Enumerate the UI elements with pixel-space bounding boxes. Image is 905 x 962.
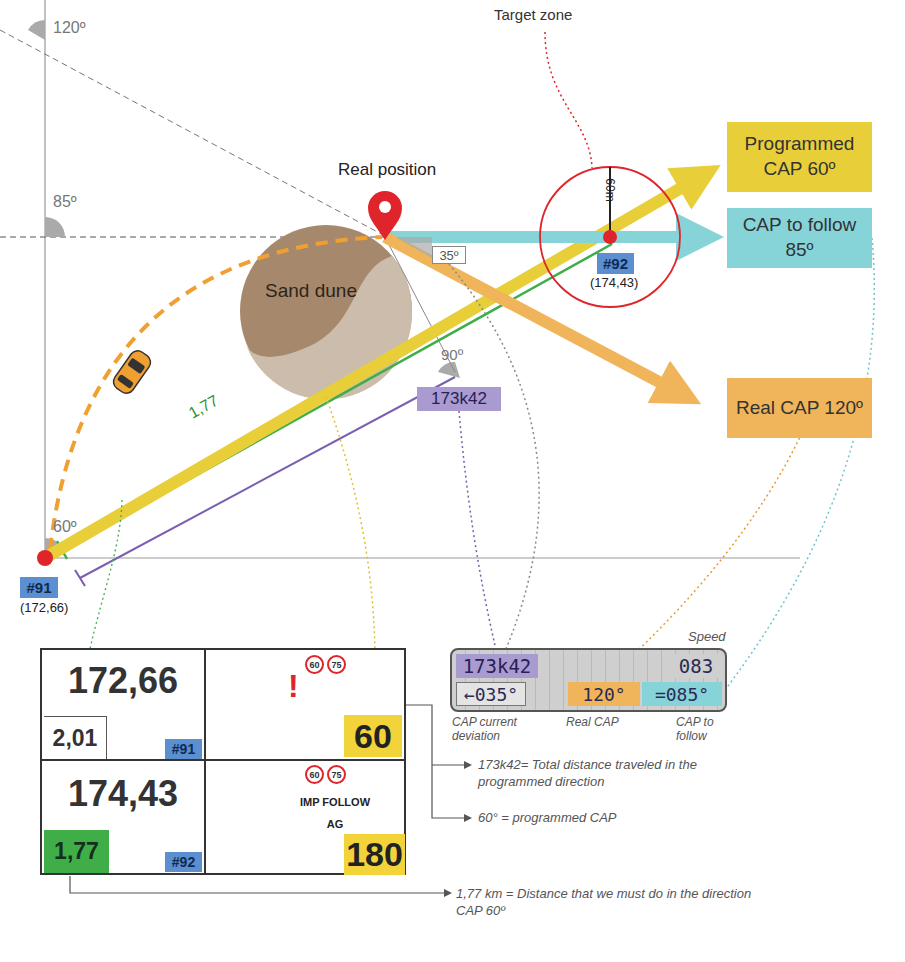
- cap-to-follow-arrow: [385, 231, 700, 243]
- roadbook-cell: 174,43 1,77 #92: [40, 759, 206, 875]
- waypoint-91: [37, 550, 53, 566]
- waypoint-tag: #92: [165, 852, 202, 872]
- node-text: #92: [172, 854, 195, 870]
- distance-tag: 173k42: [417, 387, 501, 411]
- waypoint-tag: #91: [20, 577, 58, 598]
- angle-label: 60º: [53, 518, 77, 536]
- angle-label: 90º: [441, 346, 463, 363]
- node-text: Programmed CAP 60º: [735, 132, 864, 181]
- angle-label: 85º: [53, 193, 77, 211]
- coordinate-label: (174,43): [590, 275, 638, 290]
- roadbook-cell: IMP FOLLOW AG 60 75 180: [204, 759, 406, 875]
- node-text: 173k42: [431, 389, 487, 409]
- coordinate-label: (172,66): [20, 600, 68, 615]
- title-label: Target zone: [494, 6, 572, 23]
- angle-label: 120º: [53, 19, 86, 37]
- display-field: 173k42: [456, 654, 538, 678]
- node-text: 2,01: [53, 725, 98, 752]
- speed-sign: 60: [305, 655, 324, 674]
- node-text: !: [288, 668, 299, 705]
- sand-dune: [240, 225, 412, 400]
- speed-sign: 75: [327, 765, 346, 784]
- node-text: 60: [309, 660, 319, 670]
- speed-sign: 75: [327, 655, 346, 674]
- field-caption: CAP current deviation: [452, 715, 530, 744]
- green-distance: [57, 244, 612, 559]
- angle-wedge: [395, 237, 432, 258]
- partial-distance-box: 2,01: [44, 716, 107, 759]
- node-text: 1,77: [54, 838, 99, 865]
- node-text: 60: [354, 717, 392, 756]
- real-position-pin: [368, 191, 402, 240]
- node-text: 60: [309, 770, 319, 780]
- leader-connector: [722, 238, 874, 694]
- cap-value: 180: [344, 834, 405, 875]
- node-text: =085°: [655, 684, 709, 705]
- car: [110, 348, 153, 397]
- node-text: #92: [603, 255, 628, 272]
- real-cap-arrow: [385, 237, 680, 393]
- node-text: Speed: [688, 629, 726, 644]
- node-text: 174,43: [42, 773, 204, 815]
- node-text: 173k42: [463, 655, 532, 677]
- node-text: 180: [346, 835, 403, 874]
- roadbook-cell: ! 60 75 60: [204, 648, 406, 761]
- partial-distance-box: 1,77: [44, 830, 109, 873]
- cap-box: Real CAP 120º: [727, 378, 872, 438]
- display-field: 083: [674, 654, 718, 678]
- node-text: 75: [331, 660, 341, 670]
- distance-label: 1,77: [184, 391, 223, 424]
- explanation-note: 173k42= Total distance traveled in the p…: [478, 757, 748, 791]
- node-text: #91: [172, 741, 195, 757]
- axes: [0, 0, 800, 560]
- display-field: =085°: [642, 682, 722, 706]
- leader-connector: [604, 438, 800, 682]
- radius-label: 60m: [603, 178, 617, 201]
- node-text: 120°: [582, 684, 625, 705]
- node-text: 172,66: [42, 660, 204, 702]
- node-text: 35º: [439, 248, 458, 263]
- speed-sign: 60: [305, 765, 324, 784]
- cap-value: 60: [344, 715, 402, 757]
- waypoint-tag: #91: [165, 739, 202, 759]
- display-field: 120°: [568, 682, 640, 706]
- node-text: CAP to follow 85º: [735, 213, 864, 262]
- explanation-note: 60° = programmed CAP: [478, 810, 617, 825]
- roadbook-cell: 172,66 2,01 #91: [40, 648, 206, 761]
- node-text: IMP FOLLOW AG: [294, 791, 376, 835]
- field-caption: CAP to follow: [676, 715, 728, 744]
- display-field: ←035°: [456, 682, 526, 706]
- leader-connector: [449, 264, 539, 682]
- field-caption: Real CAP: [566, 715, 619, 729]
- programmed-cap-arrow: [45, 177, 700, 558]
- cap-box: Programmed CAP 60º: [727, 122, 872, 192]
- explanation-note: 1,77 km = Distance that we must do in th…: [456, 886, 756, 920]
- leader-connector: [459, 411, 497, 654]
- node-text: 083: [679, 655, 713, 677]
- purple-distance: [75, 377, 455, 586]
- node-text: #91: [26, 579, 51, 596]
- node-text: Real CAP 120º: [736, 396, 863, 421]
- node-text: 75: [331, 770, 341, 780]
- trip-display: Speed173k42083←035°120°=085°: [450, 648, 727, 712]
- angle-box: 35º: [432, 246, 466, 264]
- sand-dune-circle: Sand dune: [240, 225, 412, 397]
- waypoint-tag: #92: [597, 253, 634, 274]
- node-text: ←035°: [464, 684, 518, 705]
- position-label: Real position: [338, 160, 436, 180]
- target-zone: [540, 32, 680, 307]
- node-text: Sand dune: [265, 279, 357, 304]
- cap-box: CAP to follow 85º: [727, 208, 872, 268]
